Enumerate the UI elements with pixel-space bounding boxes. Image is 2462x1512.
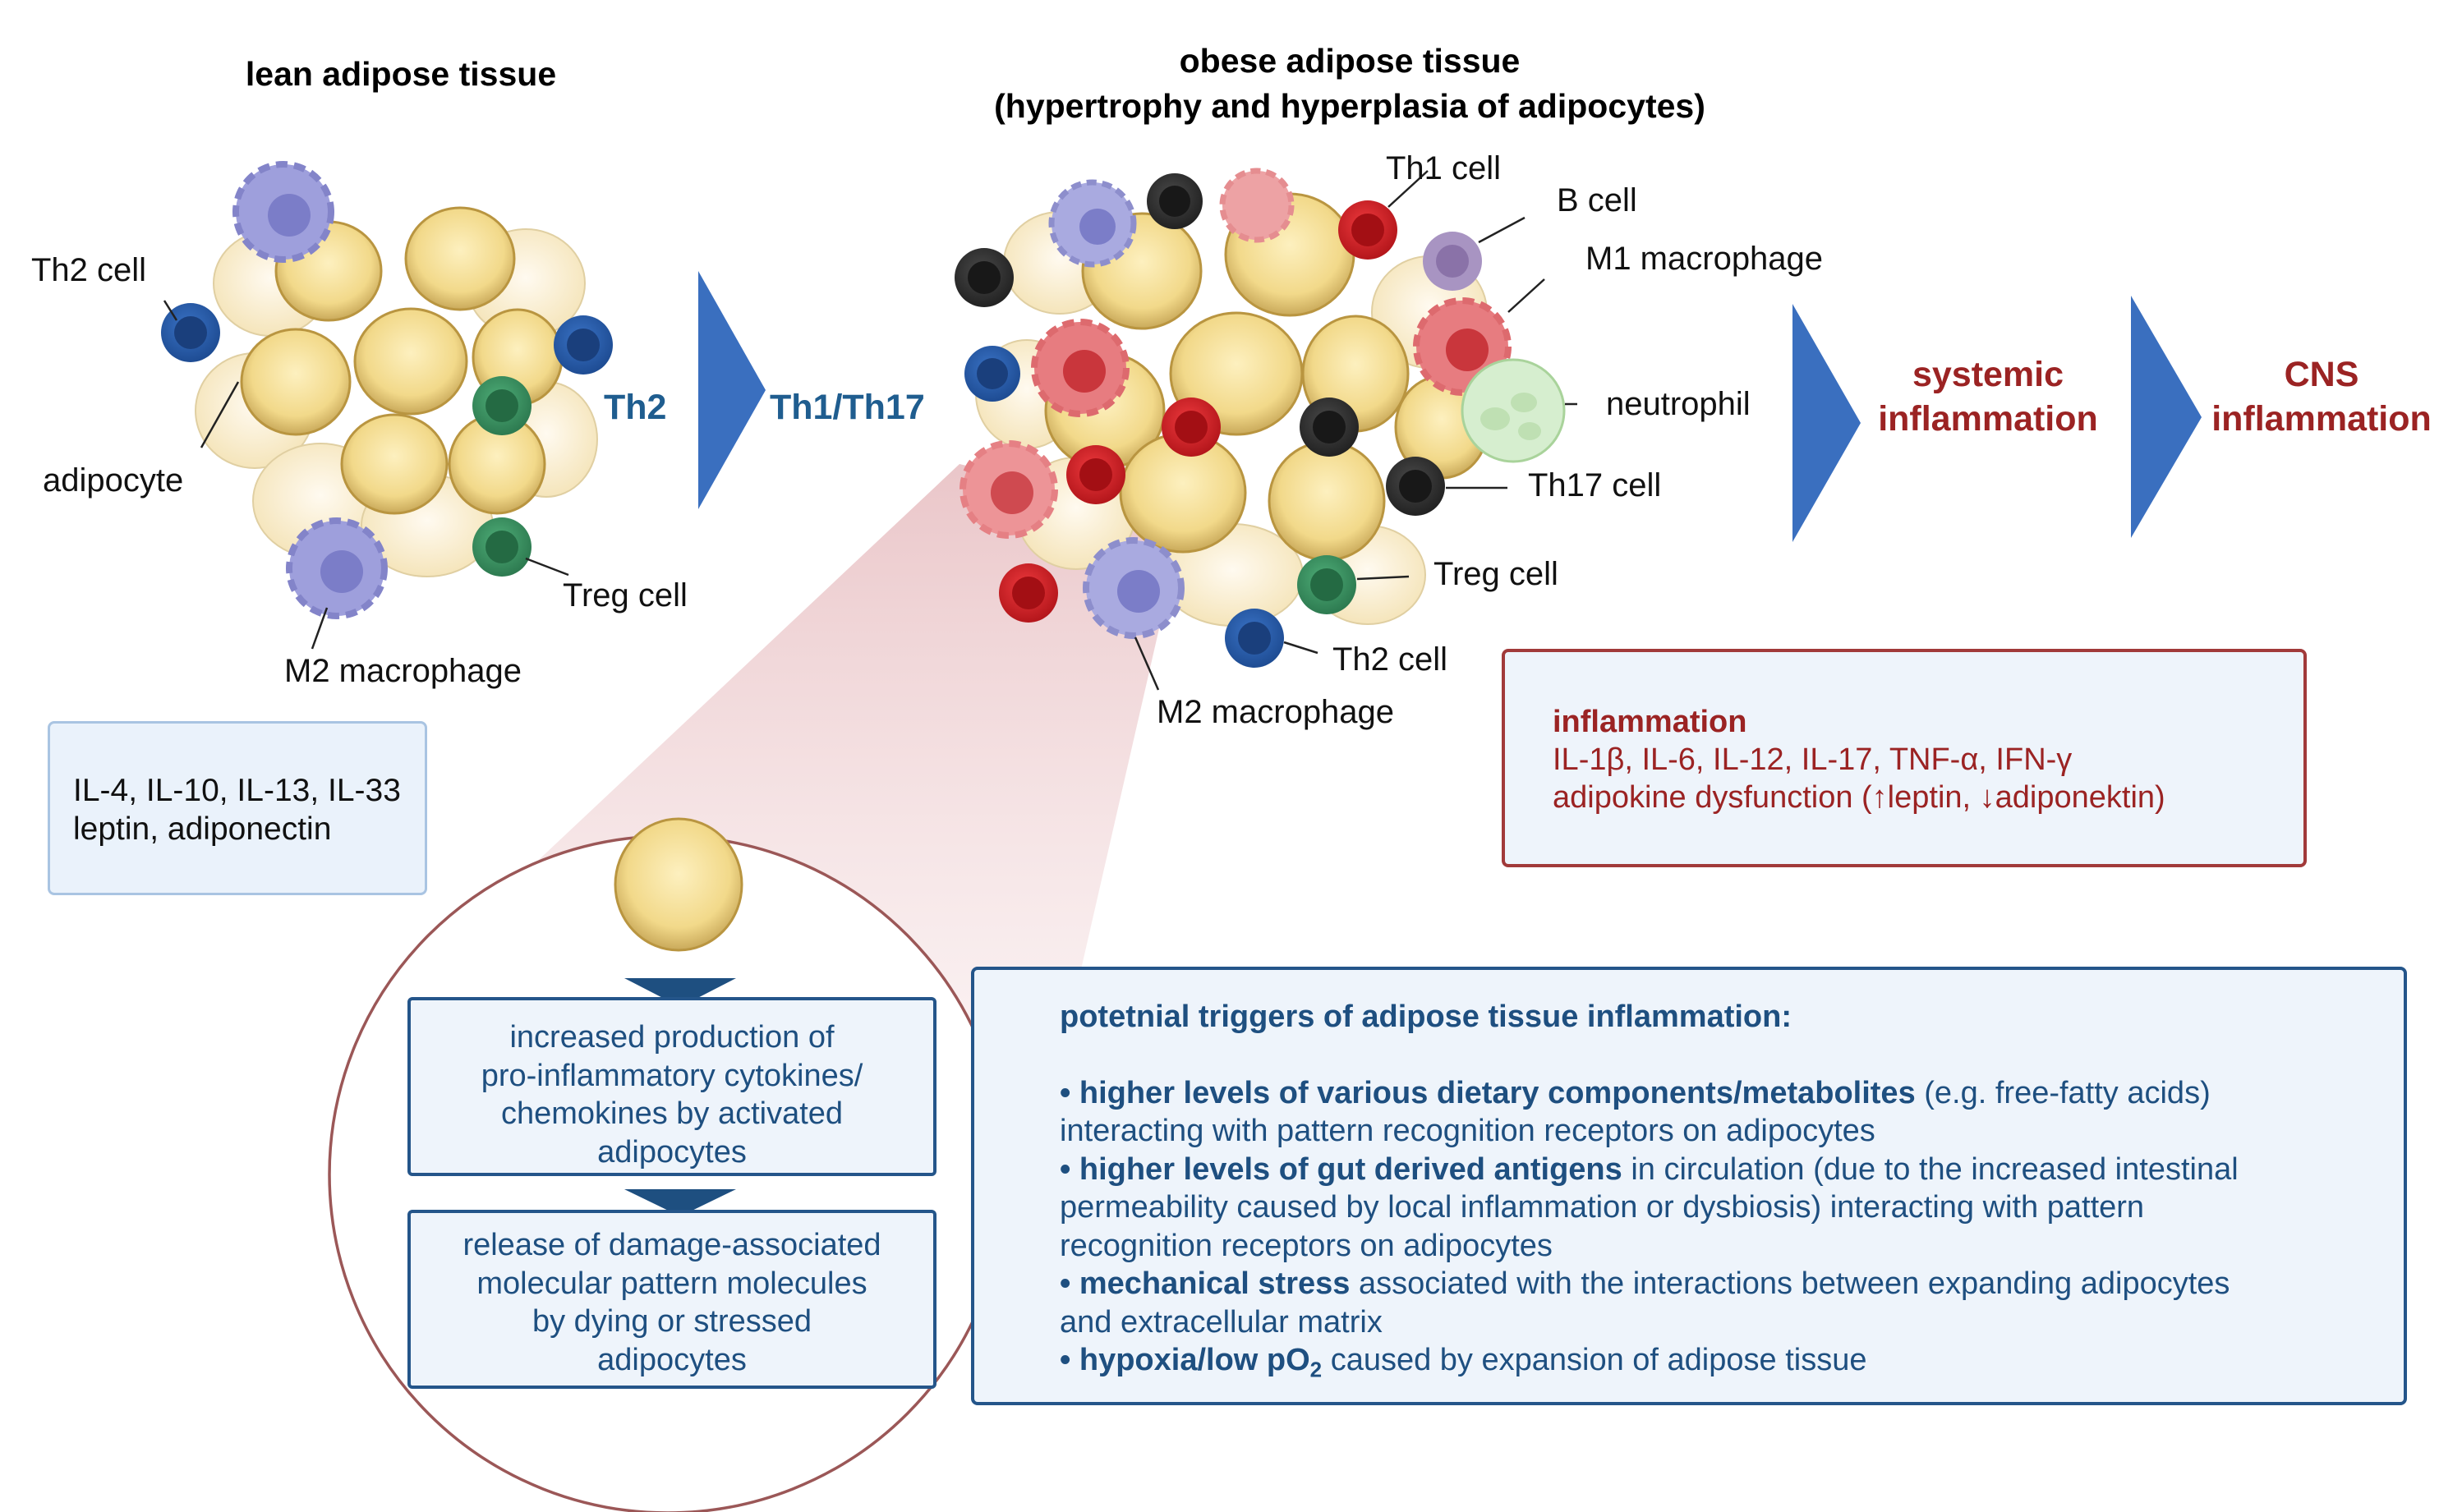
inflammation-cytokines: IL-1β, IL-6, IL-12, IL-17, TNF-α, IFN-γ [1553,742,2073,777]
step2-line: adipocytes [597,1342,747,1377]
trigger-hypoxia-bold: • hypoxia/low pO2 [1060,1343,1322,1382]
lean-cytokines-line2: leptin, adiponectin [73,811,332,847]
obese-m1-macrophage-bottom-icon [959,440,1058,539]
trigger-gut-rest: in circulation (due to the increased int… [1622,1151,2239,1187]
trigger-dietary: • higher levels of various dietary compo… [1060,1074,2371,1113]
triggers-box: potetnial triggers of adipose tissue inf… [971,967,2407,1405]
lean-m2-macrophage-bottom-icon [286,517,388,619]
arrow-label-th1-th17: Th1/Th17 [770,388,925,427]
obese-m2-macrophage-icon [1083,537,1185,639]
cns-inflammation-line2: inflammation [2211,399,2432,439]
obese-treg-cell-icon [1297,555,1356,614]
lean-treg-cell-lower-icon [472,517,532,577]
trigger-mechanical-rest: associated with the interactions between… [1350,1266,2230,1301]
lean-label-m2-macrophage: M2 macrophage [284,653,522,689]
step-arrow-1-icon [624,978,736,1007]
cns-inflammation-line1: CNS [2285,355,2359,394]
step1-line: chemokines by activated [500,1096,844,1131]
obese-title-line1: obese adipose tissue [1180,42,1521,80]
obese-m1-macrophage-left-icon [1031,319,1130,417]
systemic-inflammation-line1: systemic [1912,355,2064,394]
trigger-mechanical-line2: and extracellular matrix [1060,1304,1383,1340]
obese-label-neutrophil: neutrophil [1606,386,1751,422]
obese-m2-macrophage-top-icon [1048,179,1137,268]
obese-tissue-cluster [975,192,1489,627]
inflammation-box: inflammation IL-1β, IL-6, IL-12, IL-17, … [1502,649,2307,867]
arrow-label-th2: Th2 [604,388,666,427]
triggers-heading: potetnial triggers of adipose tissue inf… [1060,1000,1792,1034]
step1-line: adipocytes [597,1134,747,1170]
systemic-arrow-icon [1792,304,1861,542]
trigger-mechanical: • mechanical stress associated with the … [1060,1265,2371,1303]
obese-th2-cells-icon [964,346,1284,668]
trigger-gut-bold: • higher levels of gut derived antigens [1060,1151,1622,1187]
trigger-dietary-rest: (e.g. free-fatty acids) [1915,1075,2211,1110]
trigger-gut-line2: permeability caused by local inflammatio… [1060,1190,2145,1225]
obese-title-line2: (hypertrophy and hyperplasia of adipocyt… [994,87,1705,125]
step2-line: molecular pattern molecules [476,1266,867,1301]
trigger-dietary-line2: interacting with pattern recognition rec… [1060,1114,1875,1148]
obese-label-treg-cell: Treg cell [1433,556,1558,592]
adipokine-dysfunction: adipokine dysfunction (↑leptin, ↓adipone… [1553,780,2165,815]
step-box-cytokine-production: increased production of pro-inflammatory… [407,997,936,1176]
lean-cytokines-line1: IL-4, IL-10, IL-13, IL-33 [73,773,401,808]
trigger-mechanical-bold: • mechanical stress [1060,1266,1351,1301]
lean-label-treg-cell: Treg cell [563,577,688,614]
lean-cytokine-box: IL-4, IL-10, IL-13, IL-33 leptin, adipon… [48,721,427,895]
trigger-hypoxia-bold-text: • hypoxia/low pO [1060,1343,1310,1377]
obese-leader-lines [1134,170,1577,691]
lean-treg-cell-icon [472,376,532,435]
zoom-adipocyte-icon [614,817,743,952]
obese-b-cell-icon [1423,232,1482,291]
step-arrow-2-icon [624,1189,736,1216]
obese-m1-macrophage-top-icon [1219,168,1295,243]
obese-label-th17-cell: Th17 cell [1528,467,1661,503]
trigger-gut-line3: recognition receptors on adipocytes [1060,1228,1553,1263]
step2-line: by dying or stressed [532,1304,812,1339]
lean-title: lean adipose tissue [246,55,556,93]
step1-line: increased production of [509,1020,835,1055]
obese-th17-cells-icon [955,173,1445,516]
obese-neutrophil-icon [1461,358,1566,463]
obese-label-m2-macrophage: M2 macrophage [1157,694,1394,730]
trigger-hypoxia-rest: caused by expansion of adipose tissue [1322,1343,1867,1377]
lean-m2-macrophage-icon [232,161,334,263]
lean-label-adipocyte: adipocyte [43,462,183,499]
shift-arrow-icon [698,271,766,509]
trigger-hypoxia-subscript: 2 [1309,1357,1323,1382]
trigger-hypoxia: • hypoxia/low pO2 caused by expansion of… [1060,1341,2371,1389]
obese-label-th2-cell: Th2 cell [1332,641,1447,678]
systemic-inflammation-line2: inflammation [1878,399,2098,439]
inflammation-heading: inflammation [1553,705,1747,739]
step1-line: pro-inflammatory cytokines/ [481,1058,863,1093]
lean-th2-cell-left-icon [161,303,220,362]
step2-line: release of damage-associated [462,1228,881,1262]
obese-label-th1-cell: Th1 cell [1386,150,1501,186]
obese-th1-cells-icon [999,200,1397,623]
step-box-damp-release: release of damage-associated molecular p… [407,1210,936,1389]
lean-leader-lines [163,300,569,650]
trigger-gut: • higher levels of gut derived antigens … [1060,1151,2371,1189]
obese-label-m1-macrophage: M1 macrophage [1585,241,1823,277]
lean-label-th2-cell: Th2 cell [31,252,146,288]
cns-arrow-icon [2131,296,2202,538]
obese-label-b-cell: B cell [1557,182,1637,218]
lean-tissue-cluster [195,206,598,577]
trigger-dietary-bold: • higher levels of various dietary compo… [1060,1075,1916,1110]
lean-th2-cell-right-icon [554,315,613,375]
